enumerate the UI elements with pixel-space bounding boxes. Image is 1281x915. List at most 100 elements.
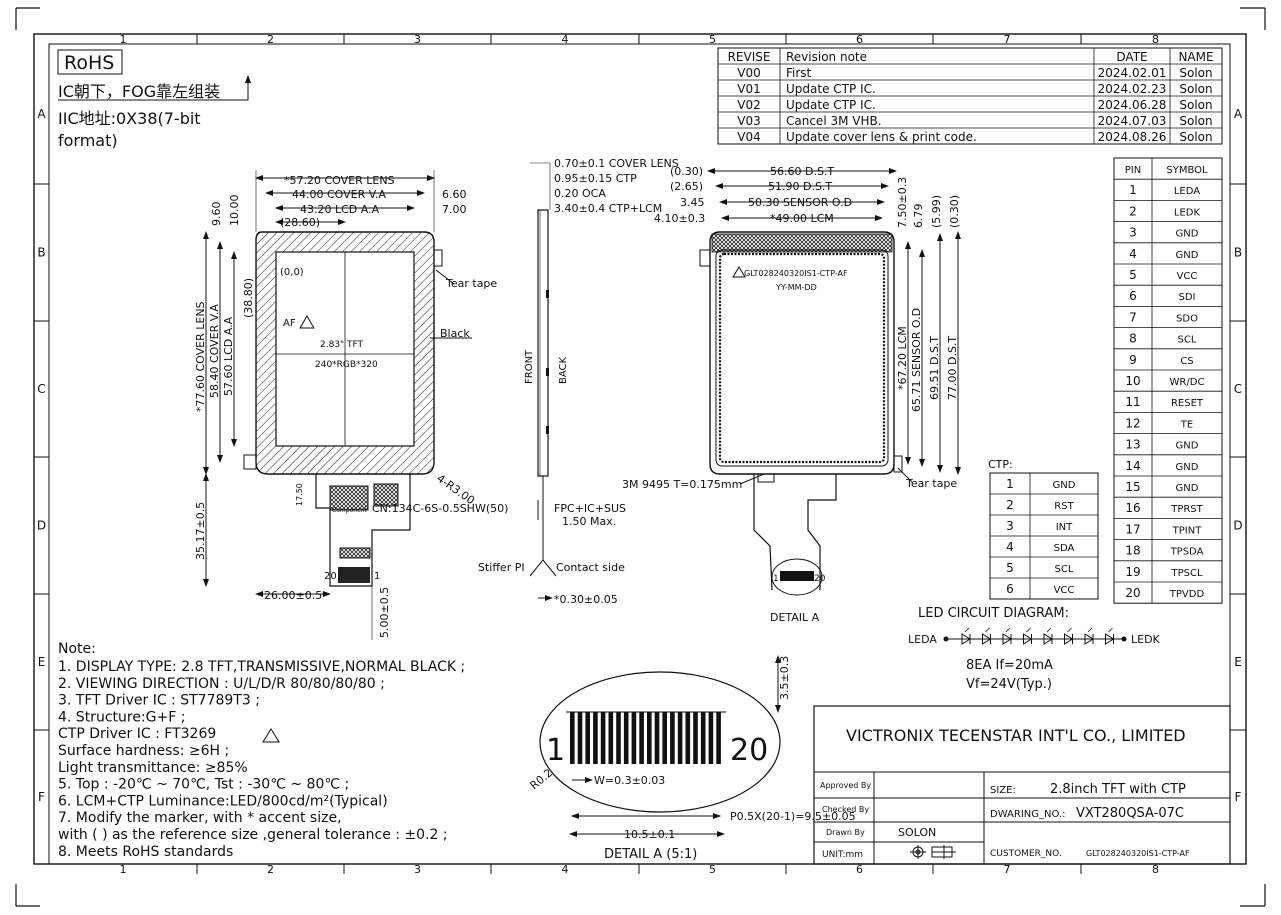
detail-pin-1: 1	[773, 574, 779, 584]
pin-number: 5	[1129, 268, 1137, 282]
note-triangle-icon	[262, 728, 280, 743]
pin-number: 18	[1125, 544, 1140, 558]
rohs-label: RoHS	[64, 52, 114, 74]
symbol-header: SYMBOL	[1166, 165, 1208, 176]
gold-finger	[647, 712, 652, 764]
revision-note: First	[786, 66, 812, 80]
pin-number: 17	[1125, 522, 1140, 536]
pin-number: 9	[1129, 353, 1137, 367]
side-thickness: *0.30±0.05	[554, 593, 618, 606]
assembly-note: IC朝下，FOG靠左组装	[58, 82, 220, 101]
revision-cell: V04	[737, 130, 760, 144]
ledk-label: LEDK	[1131, 633, 1161, 646]
side-contact: Contact side	[556, 561, 625, 574]
column-label: 8	[1152, 33, 1159, 46]
dim-sensor-65-71: 65.71 SENSOR O.D	[910, 308, 923, 412]
pin-number: 19	[1125, 565, 1140, 579]
dim-lcm-67-20: *67.20 LCM	[896, 326, 909, 390]
pin-symbol: TPVDD	[1169, 589, 1205, 600]
checked-by-label: Checked By	[822, 805, 869, 814]
row-label: E	[1234, 655, 1242, 669]
note-line: 3. TFT Driver IC : ST7789T3 ;	[58, 693, 260, 709]
revision-note: Update CTP IC.	[786, 82, 876, 96]
revision-cell: 2024.06.28	[1098, 98, 1167, 112]
ctp-label: CTP:	[988, 458, 1013, 471]
dim-cover-lens-height: *77.60 COVER LENS	[194, 301, 207, 412]
dim-cover-lens-width: *57.20 COVER LENS	[284, 174, 395, 187]
dim-l-3-45: 3.45	[680, 196, 705, 209]
drawing-no-label: DWARING_NO.:	[990, 809, 1066, 820]
back-fpc	[753, 474, 837, 591]
component-label: Component	[332, 507, 367, 514]
dim-lcd-aa-height: 57.60 LCD A.A	[222, 316, 235, 396]
ctp-pin-symbol: RST	[1054, 501, 1074, 512]
pin-symbol: TPSDA	[1170, 547, 1204, 558]
pin-symbol: CS	[1180, 356, 1193, 367]
column-label: 1	[120, 863, 127, 876]
header-notes: RoHS IC朝下，FOG靠左组装 IIC地址:0X38(7-bit forma…	[57, 49, 251, 150]
column-label: 7	[1004, 33, 1011, 46]
warning-icon	[732, 266, 746, 278]
dim-l-4-10: 4.10±0.3	[654, 212, 705, 225]
row-label: F	[1235, 790, 1242, 804]
gold-finger	[670, 712, 675, 764]
pin-symbol: GND	[1176, 441, 1199, 452]
ctp-pin-number: 6	[1006, 582, 1014, 596]
detail-pin-20: 20	[814, 574, 826, 584]
pin-number: 1	[1129, 183, 1137, 197]
pin-symbol: TPRST	[1170, 504, 1203, 515]
back-date-code: YY-MM-DD	[775, 283, 817, 292]
pin-symbol: SDI	[1179, 292, 1196, 303]
pin-number: 15	[1125, 480, 1140, 494]
row-label: C	[1234, 382, 1242, 396]
revision-header: DATE	[1116, 50, 1147, 64]
revision-cell: 2024.08.26	[1098, 130, 1167, 144]
ctp-pin-number: 3	[1006, 519, 1014, 533]
af-label: AF	[283, 318, 296, 329]
gold-finger	[639, 712, 644, 764]
pin-number: 14	[1125, 459, 1140, 473]
dim-17-50: 17.50	[295, 483, 304, 506]
pin-symbol: TPINT	[1172, 525, 1203, 536]
tear-tape-front: Tear tape	[445, 277, 497, 290]
front-view: (0,0) AF 2.83" TFT 240*RGB*320 Tear tape…	[194, 170, 508, 640]
detail-a-label: DETAIL A	[770, 611, 820, 624]
fpc-pin-20: 20	[324, 571, 337, 582]
leda-label: LEDA	[908, 633, 937, 646]
af-triangle-icon	[299, 315, 315, 329]
detail-a-enlarged: 1 20 3.5±0.3 R0.2 W=0.3±0.03 P0.5X(20-1)…	[528, 655, 856, 862]
gold-finger	[608, 712, 614, 764]
pin-number: 7	[1129, 310, 1137, 324]
revision-header: Revision note	[786, 50, 867, 64]
row-label: F	[38, 790, 45, 804]
note-line: 5. Top : -20℃ ~ 70℃, Tst : -30℃ ~ 80℃ ;	[58, 777, 349, 793]
column-label: 2	[267, 33, 274, 46]
revision-cell: V02	[737, 98, 760, 112]
dim-7-00: 7.00	[442, 203, 467, 216]
revision-cell: V00	[737, 66, 760, 80]
ctp-pin-symbol: SDA	[1054, 543, 1075, 554]
column-label: 6	[856, 33, 863, 46]
company-name: VICTRONIX TECENSTAR INT'L CO., LIMITED	[846, 726, 1186, 745]
connector-label: CN:134C-6S-0.5SHW(50)	[372, 502, 508, 515]
dim-dst-56-60: 56.60 D.S.T	[770, 165, 834, 178]
side-oca: 0.20 OCA	[554, 187, 606, 200]
ctp-pin-number: 1	[1006, 477, 1014, 491]
led-diode-icon	[1043, 627, 1053, 645]
led-diode-icon	[1105, 627, 1115, 645]
black-label: Black	[440, 327, 470, 340]
pin-symbol: RESET	[1171, 398, 1204, 409]
gold-finger	[585, 712, 590, 764]
revision-cell: 2024.02.23	[1098, 82, 1167, 96]
tape-3m: 3M 9495 T=0.175mm	[622, 478, 742, 491]
tear-tape-back: Tear tape	[905, 477, 957, 490]
led-diode-icon	[1084, 627, 1094, 645]
back-view: GLT028240320IS1-CTP-AF YY-MM-DD 1 20 DET…	[622, 165, 961, 624]
pin-number: 2	[1129, 204, 1137, 218]
side-cover-lens: 0.70±0.1 COVER LENS	[554, 157, 679, 170]
gold-finger	[570, 712, 575, 764]
dim-cover-va-width: 44.00 COVER V.A	[292, 188, 386, 201]
